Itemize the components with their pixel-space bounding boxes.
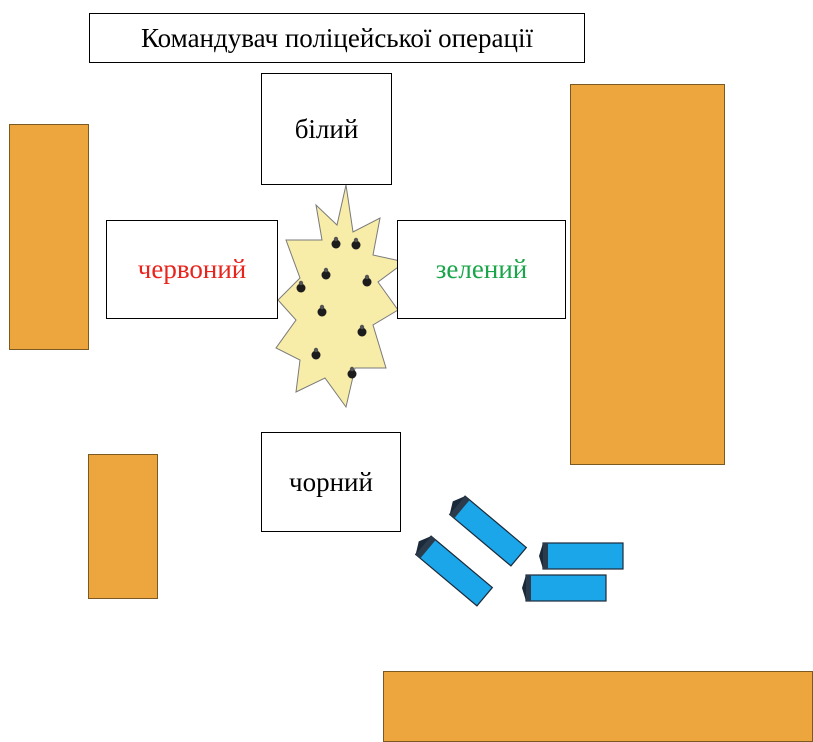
person-head-icon: [331, 236, 341, 249]
building-left-top: [9, 124, 89, 350]
person-head-icon: [296, 280, 306, 293]
unit-white-box: білий: [261, 73, 392, 185]
person-head-icon: [321, 267, 331, 280]
police-van-icon: [448, 495, 528, 567]
unit-red-box: червоний: [106, 220, 278, 319]
person-head-icon: [351, 237, 361, 250]
unit-white-label: білий: [294, 113, 359, 144]
building-left-bottom: [88, 454, 158, 599]
unit-black-label: чорний: [289, 466, 373, 497]
person-head-icon: [357, 324, 367, 337]
police-van-icon: [539, 542, 624, 570]
police-van-icon: [414, 535, 494, 607]
unit-green-label: зелений: [435, 254, 528, 284]
person-head-icon: [311, 347, 321, 360]
building-right-large: [570, 84, 725, 465]
crowd-people: [296, 236, 372, 379]
police-van-icon: [522, 574, 607, 602]
unit-black-box: чорний: [261, 432, 401, 532]
operation-commander-title: Командувач поліцейської операції: [89, 13, 585, 63]
crowd-area-explosion: [275, 184, 407, 409]
unit-red-label: червоний: [137, 254, 247, 284]
person-head-icon: [317, 304, 327, 317]
person-head-icon: [362, 274, 372, 287]
unit-green-box: зелений: [397, 220, 566, 319]
police-vans: [414, 495, 624, 607]
person-head-icon: [347, 366, 357, 379]
